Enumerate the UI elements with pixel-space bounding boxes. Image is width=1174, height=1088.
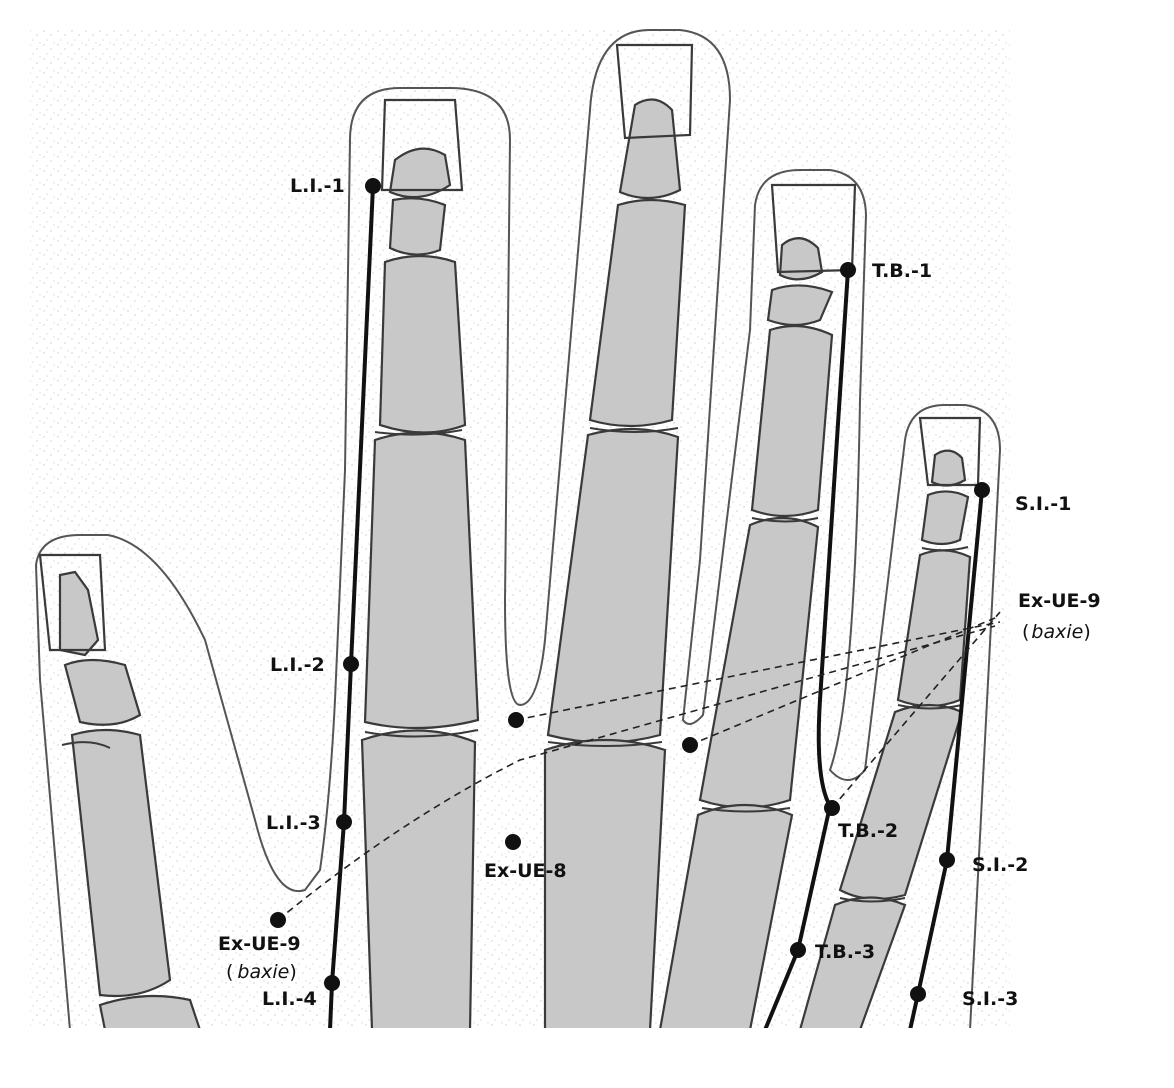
point-ex9-web1	[508, 712, 524, 728]
hand-stipple	[30, 30, 1010, 1028]
label-ex9-left: Ex-UE-9	[218, 933, 301, 955]
point-tb3	[790, 942, 806, 958]
label-si1: S.I.-1	[1015, 493, 1071, 515]
point-ex9-web2	[682, 737, 698, 753]
point-si2	[939, 852, 955, 868]
si-meridian-line	[908, 488, 984, 1028]
point-labels: L.I.-1 L.I.-2 L.I.-3 L.I.-4 Ex-UE-8 Ex-U…	[218, 175, 1101, 1010]
point-tb1	[840, 262, 856, 278]
point-li4	[324, 975, 340, 991]
label-ex8: Ex-UE-8	[484, 860, 567, 882]
label-tb2: T.B.-2	[838, 820, 898, 842]
point-tb2	[824, 800, 840, 816]
label-li1: L.I.-1	[290, 175, 345, 197]
label-ex9-right: Ex-UE-9	[1018, 590, 1101, 612]
label-ex9-left-sub: (baxie)	[226, 961, 297, 983]
label-li2: L.I.-2	[270, 654, 325, 676]
point-ex8	[505, 834, 521, 850]
middle-bones	[543, 98, 687, 1028]
index-bones	[360, 147, 480, 1028]
label-si3: S.I.-3	[962, 988, 1018, 1010]
thumb-bones	[58, 570, 201, 1028]
label-ex9-right-sub: (baxie)	[1022, 621, 1091, 643]
point-ex9-left	[270, 912, 286, 928]
point-li1	[365, 178, 381, 194]
label-tb1: T.B.-1	[872, 260, 932, 282]
label-si2: S.I.-2	[972, 854, 1028, 876]
acupoints	[270, 178, 990, 1002]
point-si3	[910, 986, 926, 1002]
baxie-dashed-lines	[277, 611, 1001, 921]
label-li3: L.I.-3	[266, 812, 321, 834]
point-si1	[974, 482, 990, 498]
label-tb3: T.B.-3	[815, 941, 875, 963]
point-li2	[343, 656, 359, 672]
point-li3	[336, 814, 352, 830]
ring-bones	[659, 237, 834, 1028]
label-li4: L.I.-4	[262, 988, 317, 1010]
